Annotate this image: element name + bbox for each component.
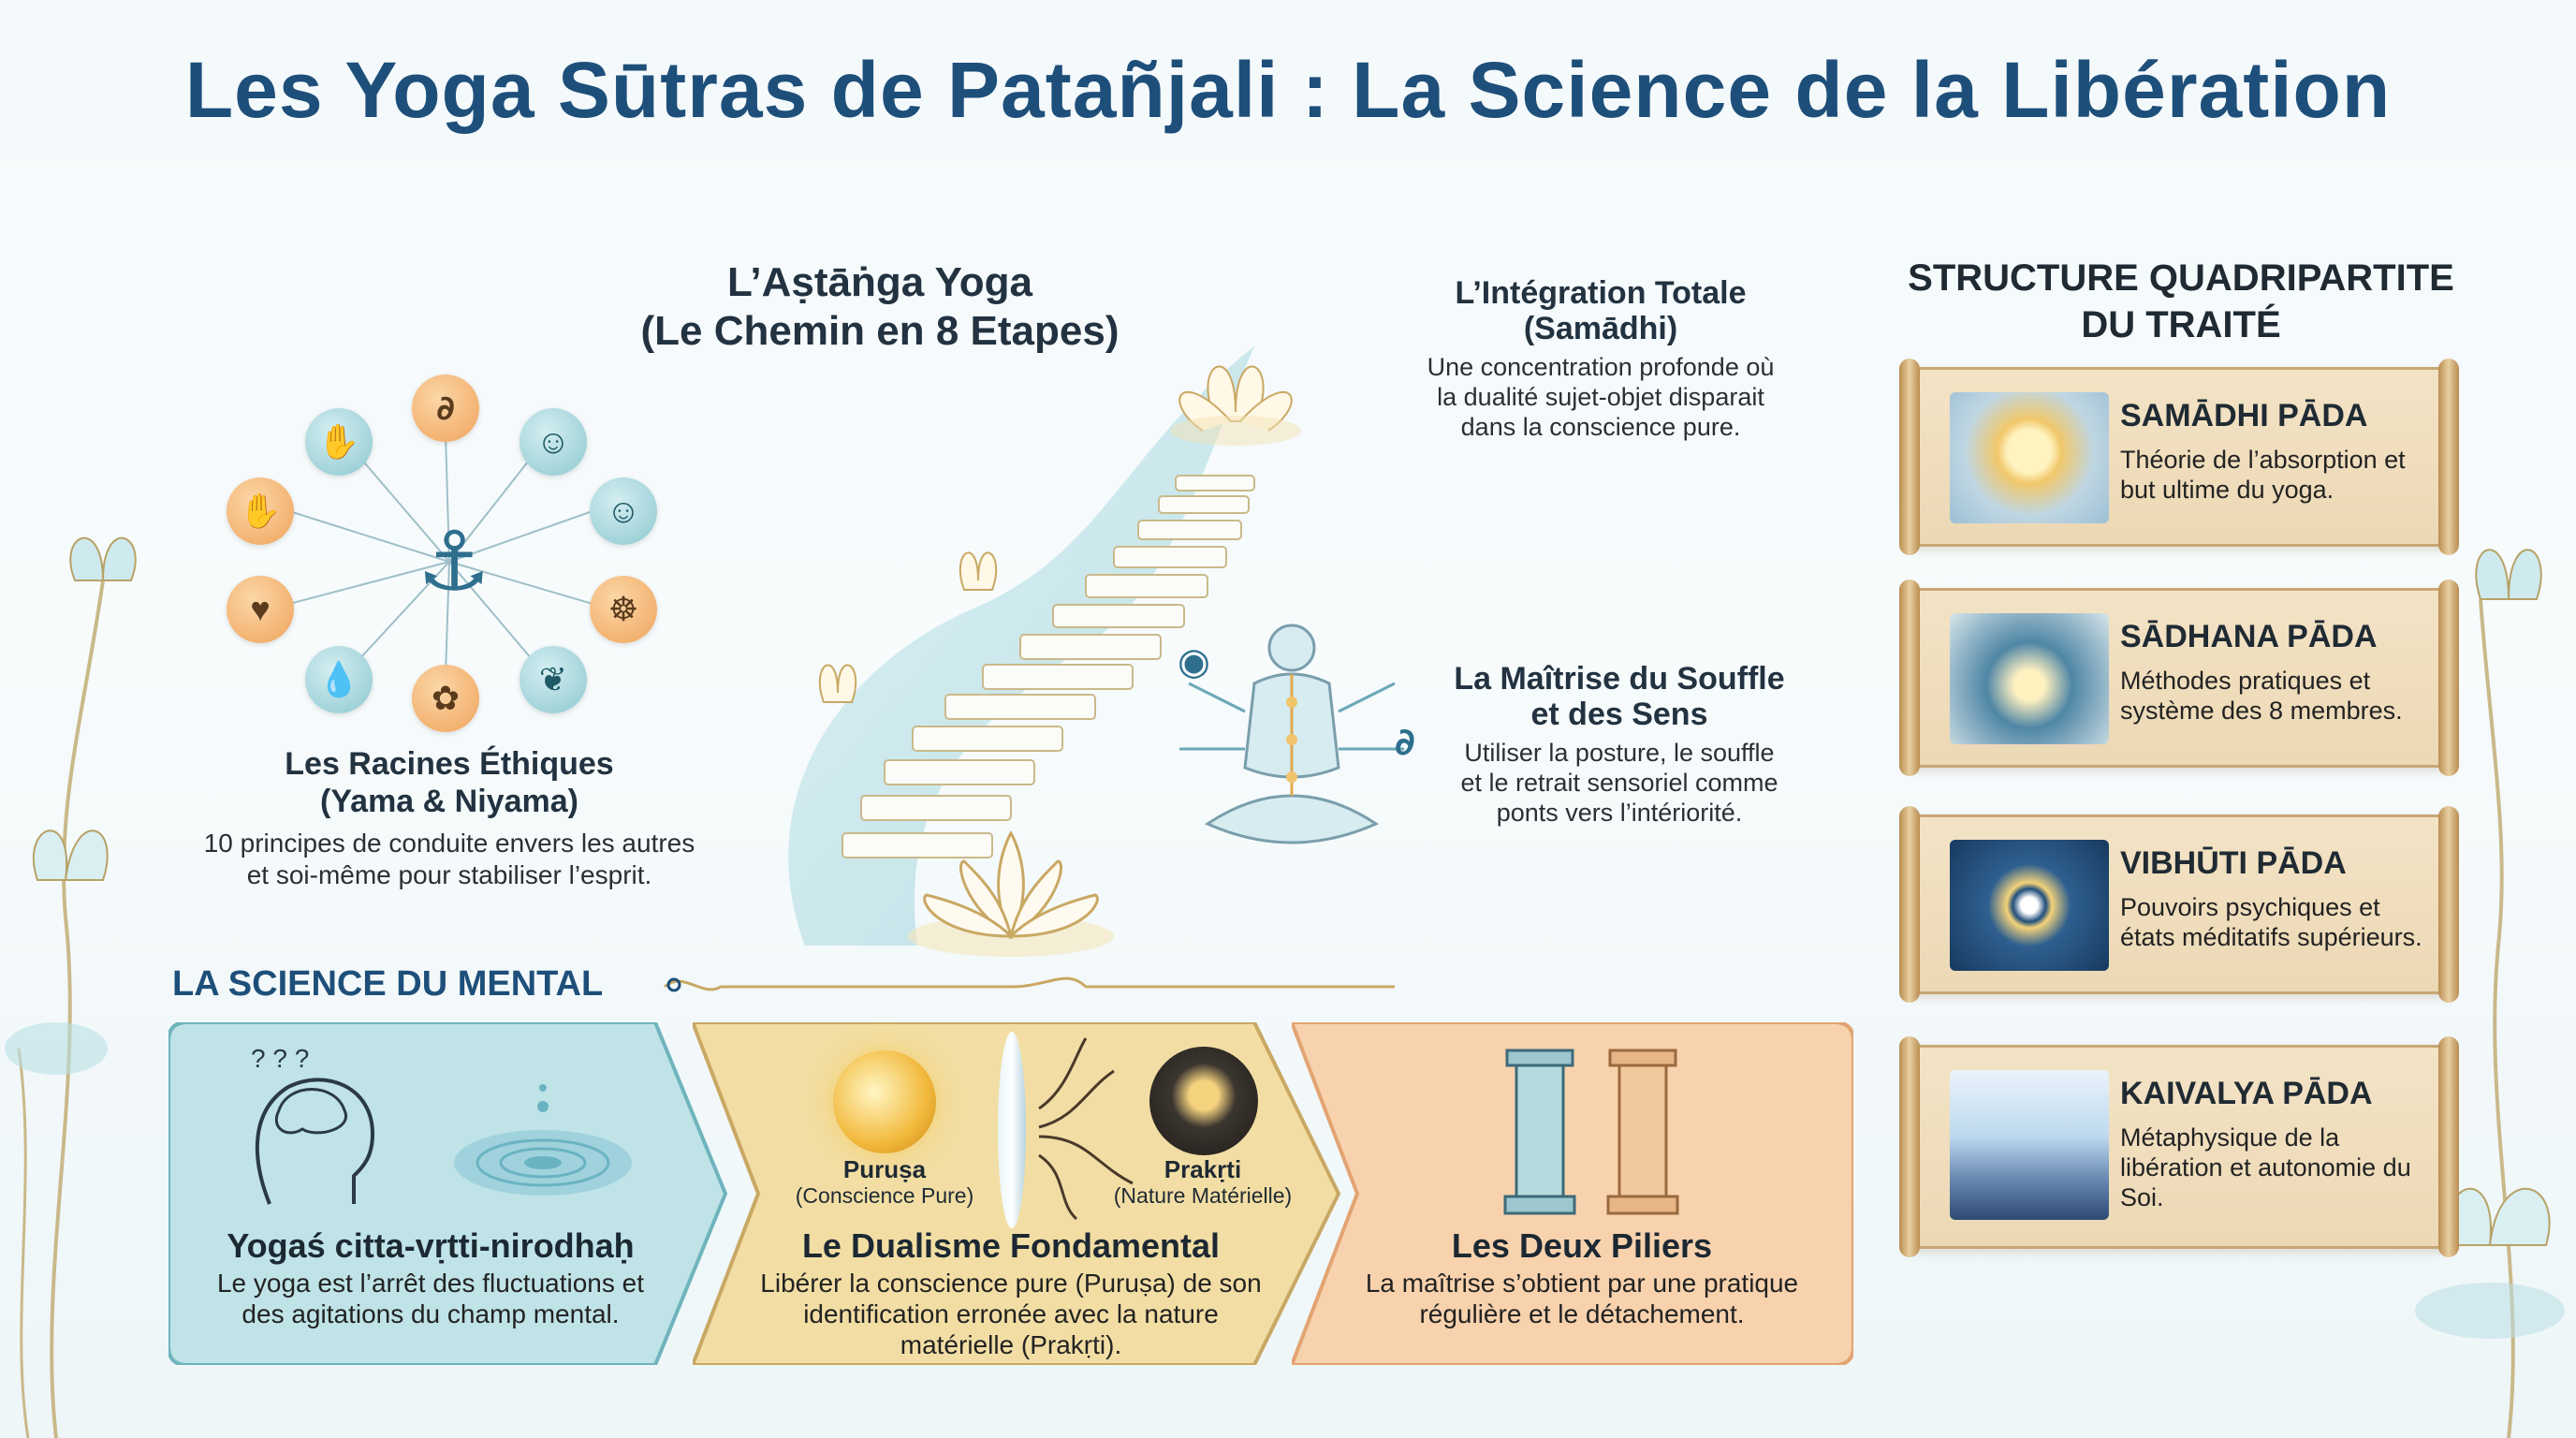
- structure-title: STRUCTURE QUADRIPARTITE: [1908, 257, 2454, 299]
- samadhi-note-desc-1: Une concentration profonde où: [1427, 353, 1775, 381]
- head-icon: ? ? ?: [251, 1045, 375, 1205]
- lotus-leaf-icon: ❦: [520, 646, 587, 713]
- scroll-title: SAMĀDHI PĀDA: [2120, 398, 2368, 433]
- panel-citta-vrtti: ? ? ? Yogaś citta-vṛtti-nirodhaḥ Le yoga…: [168, 1022, 730, 1365]
- meditation-glow-icon: [1950, 392, 2109, 523]
- structure-heading: STRUCTURE QUADRIPARTITE DU TRAITÉ: [1891, 255, 2471, 348]
- smile-icon: ☺: [590, 477, 657, 545]
- prakrti-label: Prakṛti: [1164, 1155, 1242, 1183]
- third-eye-icon: [1950, 840, 2109, 971]
- breath-note: La Maîtrise du Souffle et des Sens Utili…: [1423, 661, 1816, 828]
- center-lotus-icon: [908, 830, 1114, 957]
- purusa-sublabel: (Conscience Pure): [795, 1183, 974, 1208]
- samadhi-note-desc-3: dans la conscience pure.: [1460, 413, 1741, 441]
- scroll-title: VIBHŪTI PĀDA: [2120, 845, 2347, 881]
- pillar-icon: [1503, 1049, 1679, 1215]
- ethics-title: Les Racines Éthiques: [285, 746, 614, 782]
- scroll-title: KAIVALYA PĀDA: [2120, 1076, 2373, 1111]
- panel-desc-2: régulière et le détachement.: [1419, 1299, 1745, 1328]
- scroll-vibhuti-pada[interactable]: VIBHŪTI PĀDA Pouvoirs psychiques et état…: [1899, 806, 2459, 1003]
- panel-desc-1: Le yoga est l’arrêt des fluctuations et: [216, 1269, 645, 1298]
- ashtanga-title: L’Aṣtāṅga Yoga: [726, 259, 1032, 305]
- scroll-kaivalya-pada[interactable]: KAIVALYA PĀDA Métaphysique de la libérat…: [1899, 1036, 2459, 1257]
- meditating-figure-illustration: [1179, 624, 1404, 844]
- ethics-subtitle: (Yama & Niyama): [320, 784, 578, 819]
- eye-icon-small: ◉: [1178, 641, 1210, 682]
- panel-desc-3: matérielle (Prakṛti).: [900, 1330, 1122, 1359]
- ashtanga-subtitle: (Le Chemin en 8 Etapes): [640, 308, 1120, 354]
- meditation-practice-icon: [1950, 613, 2109, 744]
- svg-text:? ? ?: ? ? ?: [251, 1045, 309, 1073]
- purusa-sun-icon: [833, 1050, 936, 1153]
- scroll-text: Théorie de l’absorption et but ultime du…: [2120, 446, 2406, 504]
- breath-desc-1: Utiliser la posture, le souffle: [1464, 739, 1775, 767]
- scroll-text: Pouvoirs psychiques et états méditatifs …: [2120, 893, 2422, 951]
- panel-title: Les Deux Piliers: [1451, 1226, 1713, 1265]
- samadhi-note: L’Intégration Totale (Samādhi) Une conce…: [1385, 275, 1816, 442]
- panel-title: Yogaś citta-vṛtti-nirodhaḥ: [227, 1226, 635, 1265]
- lotus-icon: ✿: [412, 665, 479, 732]
- scroll-text: Métaphysique de la libération et autonom…: [2120, 1123, 2411, 1211]
- ethics-desc-2: et soi-même pour stabiliser l’esprit.: [246, 860, 652, 889]
- raised-hand-icon: ✋: [227, 477, 294, 545]
- decorative-lotus-right: [2415, 549, 2565, 1438]
- ethics-wheel: ⚓ ✋ 𝟃 ☺ ☺ ☸ ❦ ✿ 💧 ♥ ✋: [215, 374, 702, 740]
- scroll-text: Méthodes pratiques et système des 8 memb…: [2120, 667, 2403, 725]
- crystal-divider-icon: [998, 1032, 1026, 1228]
- panel-title: Le Dualisme Fondamental: [801, 1226, 1221, 1265]
- panel-desc-2: identification erronée avec la nature: [803, 1299, 1219, 1328]
- mountain-liberation-icon: [1950, 1070, 2109, 1220]
- scroll-sadhana-pada[interactable]: SĀDHANA PĀDA Méthodes pratiques et systè…: [1899, 580, 2459, 776]
- breath-desc-3: ponts vers l’intériorité.: [1496, 799, 1743, 827]
- prakrti-sublabel: (Nature Matérielle): [1113, 1183, 1293, 1208]
- water-drop-icon: 💧: [305, 646, 373, 713]
- panel-desc-1: La maîtrise s’obtient par une pratique: [1365, 1269, 1799, 1298]
- panel-desc-1: Libérer la conscience pure (Puruṣa) de s…: [760, 1269, 1262, 1298]
- person-icon: ☺: [520, 408, 587, 476]
- ornament-divider: [663, 976, 1395, 992]
- staircase-illustration: [788, 346, 1301, 946]
- decorative-lotus-left: [5, 536, 137, 1438]
- meditation-icon: ☸: [590, 576, 657, 643]
- panel-dualism: Puruṣa (Conscience Pure) Prakṛti (Nature…: [693, 1022, 1348, 1365]
- breath-title: La Maîtrise du Souffle: [1454, 661, 1785, 697]
- ear-icon: 𝟃: [412, 374, 479, 442]
- ashtanga-heading: L’Aṣtāṅga Yoga (Le Chemin en 8 Etapes): [599, 258, 1161, 356]
- prakrti-meditation-icon: [1149, 1047, 1258, 1155]
- page-title: Les Yoga Sūtras de Patañjali : La Scienc…: [184, 46, 2392, 134]
- samadhi-note-title: L’Intégration Totale: [1455, 275, 1747, 311]
- ethics-desc-1: 10 principes de conduite envers les autr…: [203, 829, 695, 858]
- samadhi-note-desc-2: la dualité sujet-objet disparait: [1437, 383, 1764, 411]
- heart-hand-icon: ♥: [227, 576, 294, 643]
- ear-icon-small: 𝟃: [1395, 722, 1415, 763]
- ethics-block: Les Racines Éthiques (Yama & Niyama) 10 …: [159, 745, 739, 891]
- mental-heading: LA SCIENCE DU MENTAL: [172, 964, 604, 1004]
- panel-desc-2: des agitations du champ mental.: [242, 1299, 620, 1328]
- samadhi-note-subtitle: (Samādhi): [1523, 311, 1678, 346]
- structure-subtitle: DU TRAITÉ: [2081, 304, 2281, 345]
- purusa-label: Puruṣa: [842, 1155, 927, 1183]
- scroll-title: SĀDHANA PĀDA: [2120, 619, 2378, 654]
- roots-icon: [1038, 1037, 1134, 1221]
- breath-desc-2: et le retrait sensoriel comme: [1460, 769, 1778, 797]
- anchor-icon: ⚓: [417, 515, 491, 608]
- scroll-samadhi-pada[interactable]: SAMĀDHI PĀDA Théorie de l’absorption et …: [1899, 359, 2459, 555]
- ripple-icon: [454, 1084, 632, 1196]
- hand-icon: ✋: [305, 408, 373, 476]
- breath-subtitle: et des Sens: [1530, 697, 1708, 732]
- panel-two-pillars: Les Deux Piliers La maîtrise s’obtient p…: [1292, 1022, 1853, 1365]
